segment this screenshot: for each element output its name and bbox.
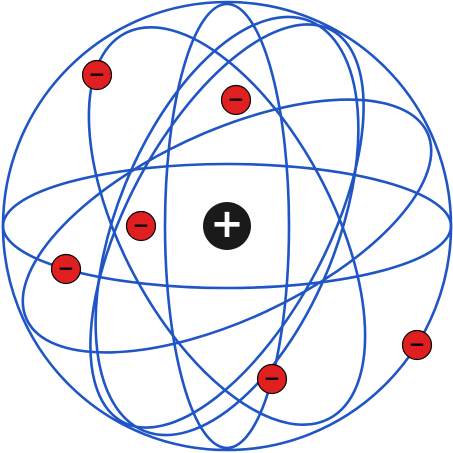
- nucleus-circle: [203, 202, 251, 250]
- electron: −: [220, 84, 252, 116]
- nucleus: +: [203, 201, 251, 250]
- electron-circle: [256, 363, 288, 395]
- orbit-tilt-b: [87, 26, 367, 426]
- electron: −: [81, 59, 113, 91]
- electron-sign: −: [58, 256, 75, 280]
- electron-sign: −: [264, 366, 281, 390]
- electron-circle: [50, 253, 82, 285]
- electron-circle: [220, 84, 252, 116]
- electron: −: [401, 329, 433, 361]
- electron-sign: −: [409, 332, 426, 356]
- electron-circle: [125, 210, 157, 242]
- electron: −: [50, 253, 82, 285]
- electron-sign: −: [228, 87, 245, 111]
- orbit-tilt-c: [94, 15, 360, 437]
- orbit-vertical: [163, 2, 291, 450]
- orbit-tilt-a: [21, 98, 433, 354]
- electron-circle: [81, 59, 113, 91]
- orbit-tilt-d: [89, 23, 365, 429]
- electron-sign: −: [89, 62, 106, 86]
- electron: −: [256, 363, 288, 395]
- nucleus-sign: +: [210, 201, 244, 247]
- orbit-horizontal: [1, 162, 453, 290]
- electron: −: [125, 210, 157, 242]
- electron-circle: [401, 329, 433, 361]
- electron-sign: −: [133, 213, 150, 237]
- electrons: − − − − − −: [50, 59, 433, 395]
